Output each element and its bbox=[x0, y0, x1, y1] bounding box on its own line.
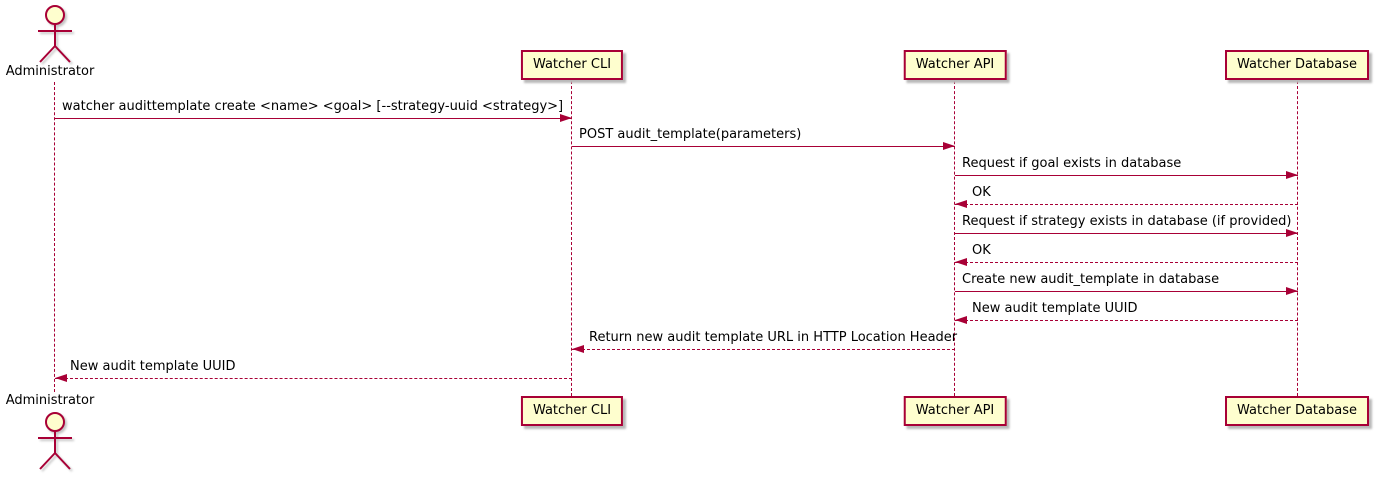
lifeline-watcher-api bbox=[954, 81, 955, 396]
message-line bbox=[955, 291, 1298, 292]
participant-watcher-cli-bottom: Watcher CLI bbox=[520, 396, 624, 426]
arrowhead-icon bbox=[560, 114, 572, 122]
actor-label-bottom: Administrator bbox=[5, 393, 95, 408]
message-label: watcher audittemplate create <name> <goa… bbox=[62, 99, 564, 114]
message-label: New audit template UUID bbox=[972, 301, 1138, 316]
actor-icon bbox=[38, 412, 72, 470]
message-label: POST audit_template(parameters) bbox=[579, 127, 802, 142]
participant-watcher-api-bottom: Watcher API bbox=[903, 396, 1007, 426]
actor-label-top: Administrator bbox=[5, 64, 95, 79]
message-label: Create new audit_template in database bbox=[962, 272, 1220, 287]
arrowhead-icon bbox=[1286, 287, 1298, 295]
message-label: Request if goal exists in database bbox=[962, 156, 1182, 171]
message-label: OK bbox=[972, 185, 991, 200]
arrowhead-icon bbox=[955, 316, 967, 324]
message-line bbox=[55, 118, 572, 119]
message-line bbox=[572, 349, 955, 350]
arrowhead-icon bbox=[955, 258, 967, 266]
message-line bbox=[955, 320, 1298, 321]
message-line bbox=[55, 378, 572, 379]
message-label: Return new audit template URL in HTTP Lo… bbox=[589, 330, 958, 345]
participant-watcher-api-top: Watcher API bbox=[903, 50, 1007, 80]
participant-watcher-database-top: Watcher Database bbox=[1225, 50, 1369, 80]
message-line bbox=[955, 204, 1298, 205]
lifeline-watcher-cli bbox=[571, 81, 572, 396]
message-label: Request if strategy exists in database (… bbox=[962, 214, 1292, 229]
message-line bbox=[955, 175, 1298, 176]
lifeline-administrator bbox=[54, 82, 55, 392]
participant-watcher-cli-top: Watcher CLI bbox=[520, 50, 624, 80]
actor-icon bbox=[38, 5, 72, 63]
arrowhead-icon bbox=[1286, 171, 1298, 179]
arrowhead-icon bbox=[55, 374, 67, 382]
arrowhead-icon bbox=[1286, 229, 1298, 237]
message-line bbox=[572, 146, 955, 147]
participant-watcher-database-bottom: Watcher Database bbox=[1225, 396, 1369, 426]
arrowhead-icon bbox=[572, 345, 584, 353]
arrowhead-icon bbox=[943, 142, 955, 150]
lifeline-watcher-database bbox=[1297, 81, 1298, 396]
message-label: OK bbox=[972, 243, 991, 258]
arrowhead-icon bbox=[955, 200, 967, 208]
message-label: New audit template UUID bbox=[70, 359, 236, 374]
message-line bbox=[955, 262, 1298, 263]
message-line bbox=[955, 233, 1298, 234]
